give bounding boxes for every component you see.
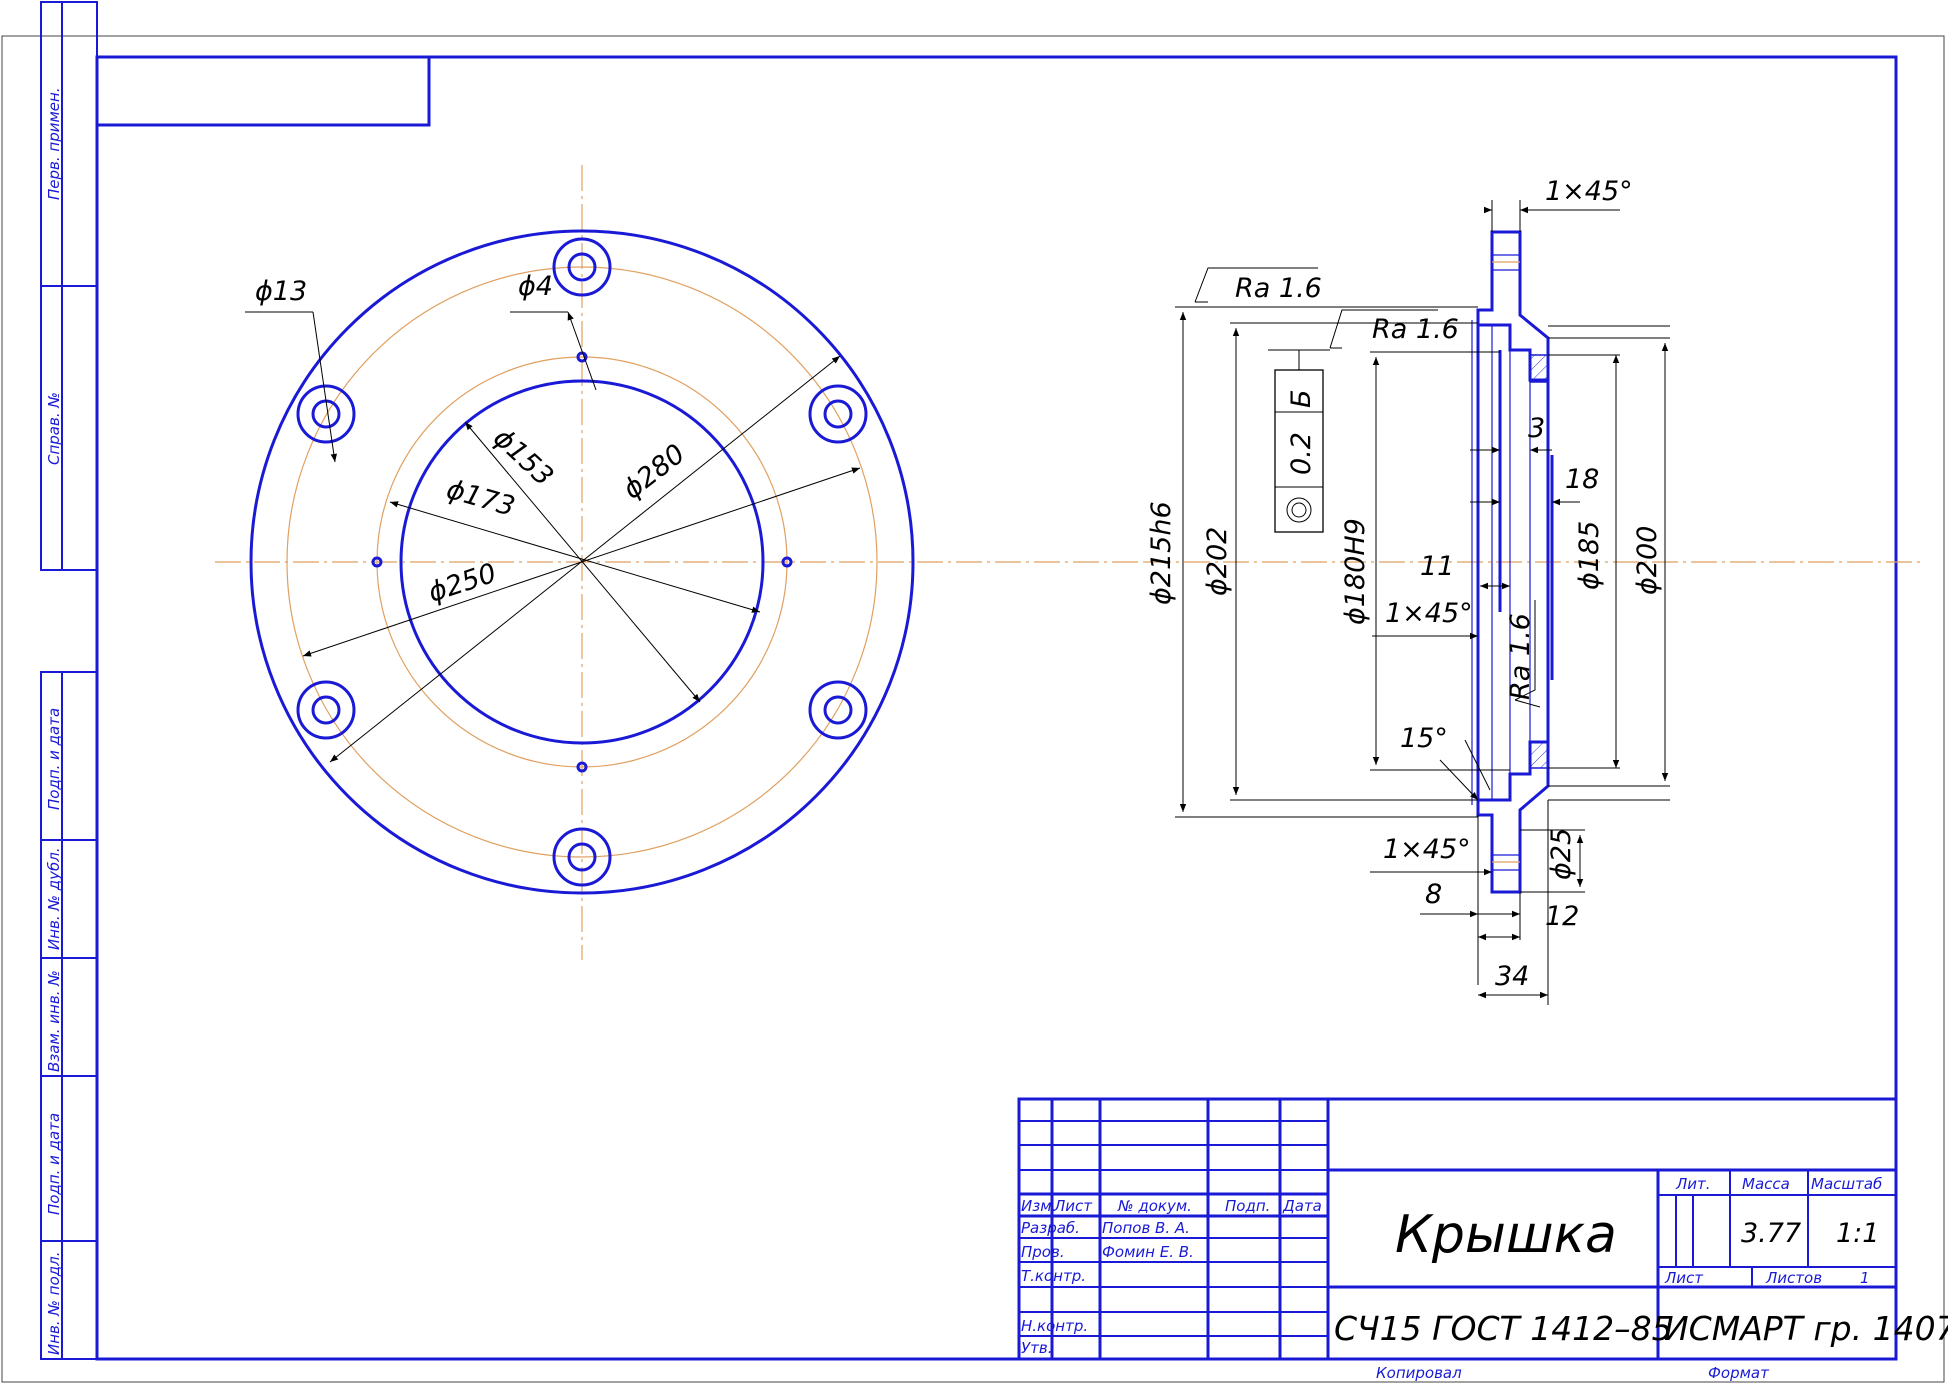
dim-3: 3 [1528,413,1545,444]
dim-d200: ϕ200 [1632,526,1663,595]
tb-kopiroval: Копировал [1376,1364,1462,1382]
ra-mid: Ra 1.6 [1372,314,1459,345]
tb-row-tkontr: Т.контр. [1021,1267,1086,1285]
tb-razrab-name: Попов В. А. [1102,1219,1190,1237]
dim-d4: ϕ4 [518,271,553,302]
tb-prov-name: Фомин Е. В. [1102,1243,1194,1261]
front-view: ϕ13 ϕ4 ϕ153 ϕ173 ϕ280 ϕ250 [215,165,1145,960]
ra-inner: Ra 1.6 [1505,613,1536,700]
section-view [1145,200,1920,1005]
label-inv-dubl: Инв. № дубл. [45,847,63,950]
tb-part-name: Крышка [1395,1205,1617,1265]
tb-massa: Масса [1742,1175,1790,1193]
tb-header-izm: Изм. [1021,1197,1056,1215]
front-dimension-lines [245,311,861,763]
dim-12: 12 [1545,901,1579,932]
tb-masshtab: Масштаб [1811,1175,1882,1193]
bolt-circle [286,266,878,858]
title-block [1017,1097,1898,1361]
outer-flange-circle [249,229,915,895]
outer-sheet-border [1,35,1945,1383]
dim-angle-15: 15° [1400,723,1448,754]
tb-scale-value: 1:1 [1836,1218,1879,1249]
tb-material: СЧ15 ГОСТ 1412–85 [1334,1309,1673,1348]
tb-header-list: Лист [1053,1197,1093,1215]
tb-header-doc: № докум. [1117,1197,1192,1215]
tb-row-razrab: Разраб. [1021,1219,1080,1237]
drawing-frame [95,55,1898,1361]
ra-top: Ra 1.6 [1235,273,1322,304]
label-inv-podl: Инв. № подл. [45,1252,63,1355]
tb-listov-value: 1 [1860,1269,1870,1287]
label-perv-primen: Перв. примен. [45,87,63,200]
dim-d250: ϕ250 [425,558,501,609]
dim-d153: ϕ153 [487,422,559,492]
dim-d280: ϕ280 [617,438,691,505]
dim-11: 11 [1420,551,1454,582]
dim-chamfer-top: 1×45° [1545,176,1633,207]
tb-list-label: Лист [1664,1269,1704,1287]
dim-d13: ϕ13 [255,276,307,307]
top-left-block [95,55,431,127]
dim-8: 8 [1425,879,1442,910]
tb-listov-label: Листов [1765,1269,1822,1287]
tb-row-nkontr: Н.контр. [1021,1317,1088,1335]
tolerance-value: 0.2 [1286,432,1317,475]
dim-chamfer-bot: 1×45° [1383,834,1471,865]
dim-18: 18 [1565,464,1599,495]
tb-format: Формат [1708,1364,1770,1382]
dim-d180h9: ϕ180H9 [1340,518,1371,625]
tb-organization: ИСМАРТ гр. 1407 [1664,1309,1948,1348]
label-sprav-no: Справ. № [45,392,63,465]
dim-d25: ϕ25 [1546,828,1577,880]
tb-row-utv: Утв. [1021,1339,1053,1357]
dim-d215h6: ϕ215h6 [1146,501,1177,605]
label-podp-data-2: Подп. и дата [45,1113,63,1215]
datum-letter: Б [1286,389,1317,408]
dim-d185: ϕ185 [1574,521,1605,590]
dim-d173: ϕ173 [443,474,518,523]
left-side-strips [40,1,98,1360]
tb-row-prov: Пров. [1021,1243,1065,1261]
tb-header-podp: Подп. [1225,1197,1270,1215]
tb-mass-value: 3.77 [1741,1218,1801,1249]
label-podp-data-1: Подп. и дата [45,708,63,810]
label-vzam-inv: Взам. инв. № [45,970,63,1072]
dim-34: 34 [1495,961,1529,992]
dim-chamfer-mid: 1×45° [1385,598,1473,629]
dim-d202: ϕ202 [1202,527,1233,596]
tb-lit: Лит. [1675,1175,1711,1193]
tb-header-data: Дата [1282,1197,1322,1215]
